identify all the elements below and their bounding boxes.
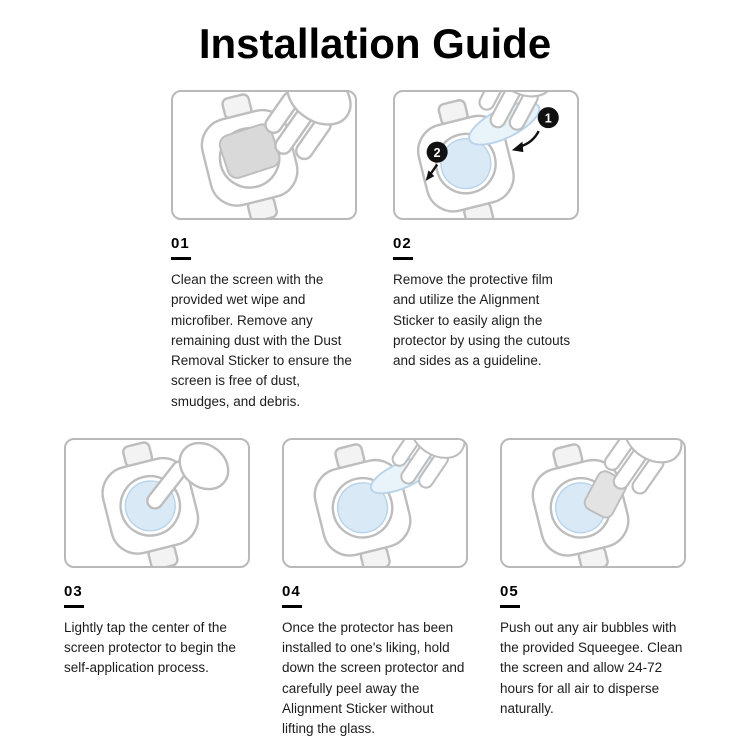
- screen-protector-icon: [336, 481, 389, 534]
- step-badge-2-label: 2: [434, 146, 441, 160]
- step-description: Clean the screen with the provided wet w…: [171, 272, 352, 409]
- step-description: Once the protector has been installed to…: [282, 619, 465, 736]
- watch-illustration: [406, 92, 526, 218]
- step-01-illustration: [190, 92, 355, 218]
- watch-illustration: [303, 439, 422, 566]
- step-number: 03: [64, 582, 83, 600]
- badge-2-arrowhead-icon: [425, 170, 435, 181]
- step-description: Remove the protective film and utilize t…: [393, 272, 571, 368]
- step-underline: [171, 257, 191, 260]
- step-01: 01 Clean the screen with the provided we…: [171, 90, 357, 412]
- steps-row-2: 03 Lightly tap the center of the screen …: [0, 437, 750, 740]
- page-title: Installation Guide: [198, 20, 552, 67]
- badge-2-arrow-icon: [429, 163, 439, 175]
- step-02-illustration: 1 2: [406, 92, 564, 218]
- step-02-panel: 1 2: [393, 90, 579, 220]
- step-badge-1: [537, 107, 559, 129]
- step-01-panel: [171, 90, 357, 220]
- step-03-panel: [64, 437, 250, 568]
- step-05-illustration: [521, 439, 684, 566]
- step-number: 04: [282, 582, 301, 600]
- badge-1-arrowhead-icon: [511, 141, 524, 153]
- step-underline: [64, 604, 84, 608]
- step-badge-1-label: 1: [545, 111, 552, 125]
- step-02: 1 2 02 Remove the protective film and ut…: [393, 90, 579, 412]
- step-number: 01: [171, 235, 190, 252]
- step-05-panel: [500, 437, 686, 568]
- steps-row-1: 01 Clean the screen with the provided we…: [0, 90, 750, 412]
- step-underline: [282, 604, 302, 608]
- step-04-panel: [282, 437, 468, 568]
- step-03: 03 Lightly tap the center of the screen …: [64, 437, 250, 740]
- step-04-illustration: [303, 439, 466, 566]
- step-number: 05: [500, 582, 519, 600]
- step-description: Push out any air bubbles with the provid…: [500, 619, 683, 716]
- badge-1-arrow-icon: [520, 130, 540, 148]
- step-underline: [393, 257, 413, 260]
- step-description: Lightly tap the center of the screen pro…: [64, 619, 236, 676]
- step-05: 05 Push out any air bubbles with the pro…: [500, 437, 686, 740]
- alignment-sticker-icon: [440, 137, 492, 190]
- step-badge-2: [426, 141, 448, 163]
- step-03-illustration: [91, 439, 239, 566]
- step-number: 02: [393, 235, 412, 252]
- step-underline: [500, 604, 520, 608]
- step-04: 04 Once the protector has been installed…: [282, 437, 468, 740]
